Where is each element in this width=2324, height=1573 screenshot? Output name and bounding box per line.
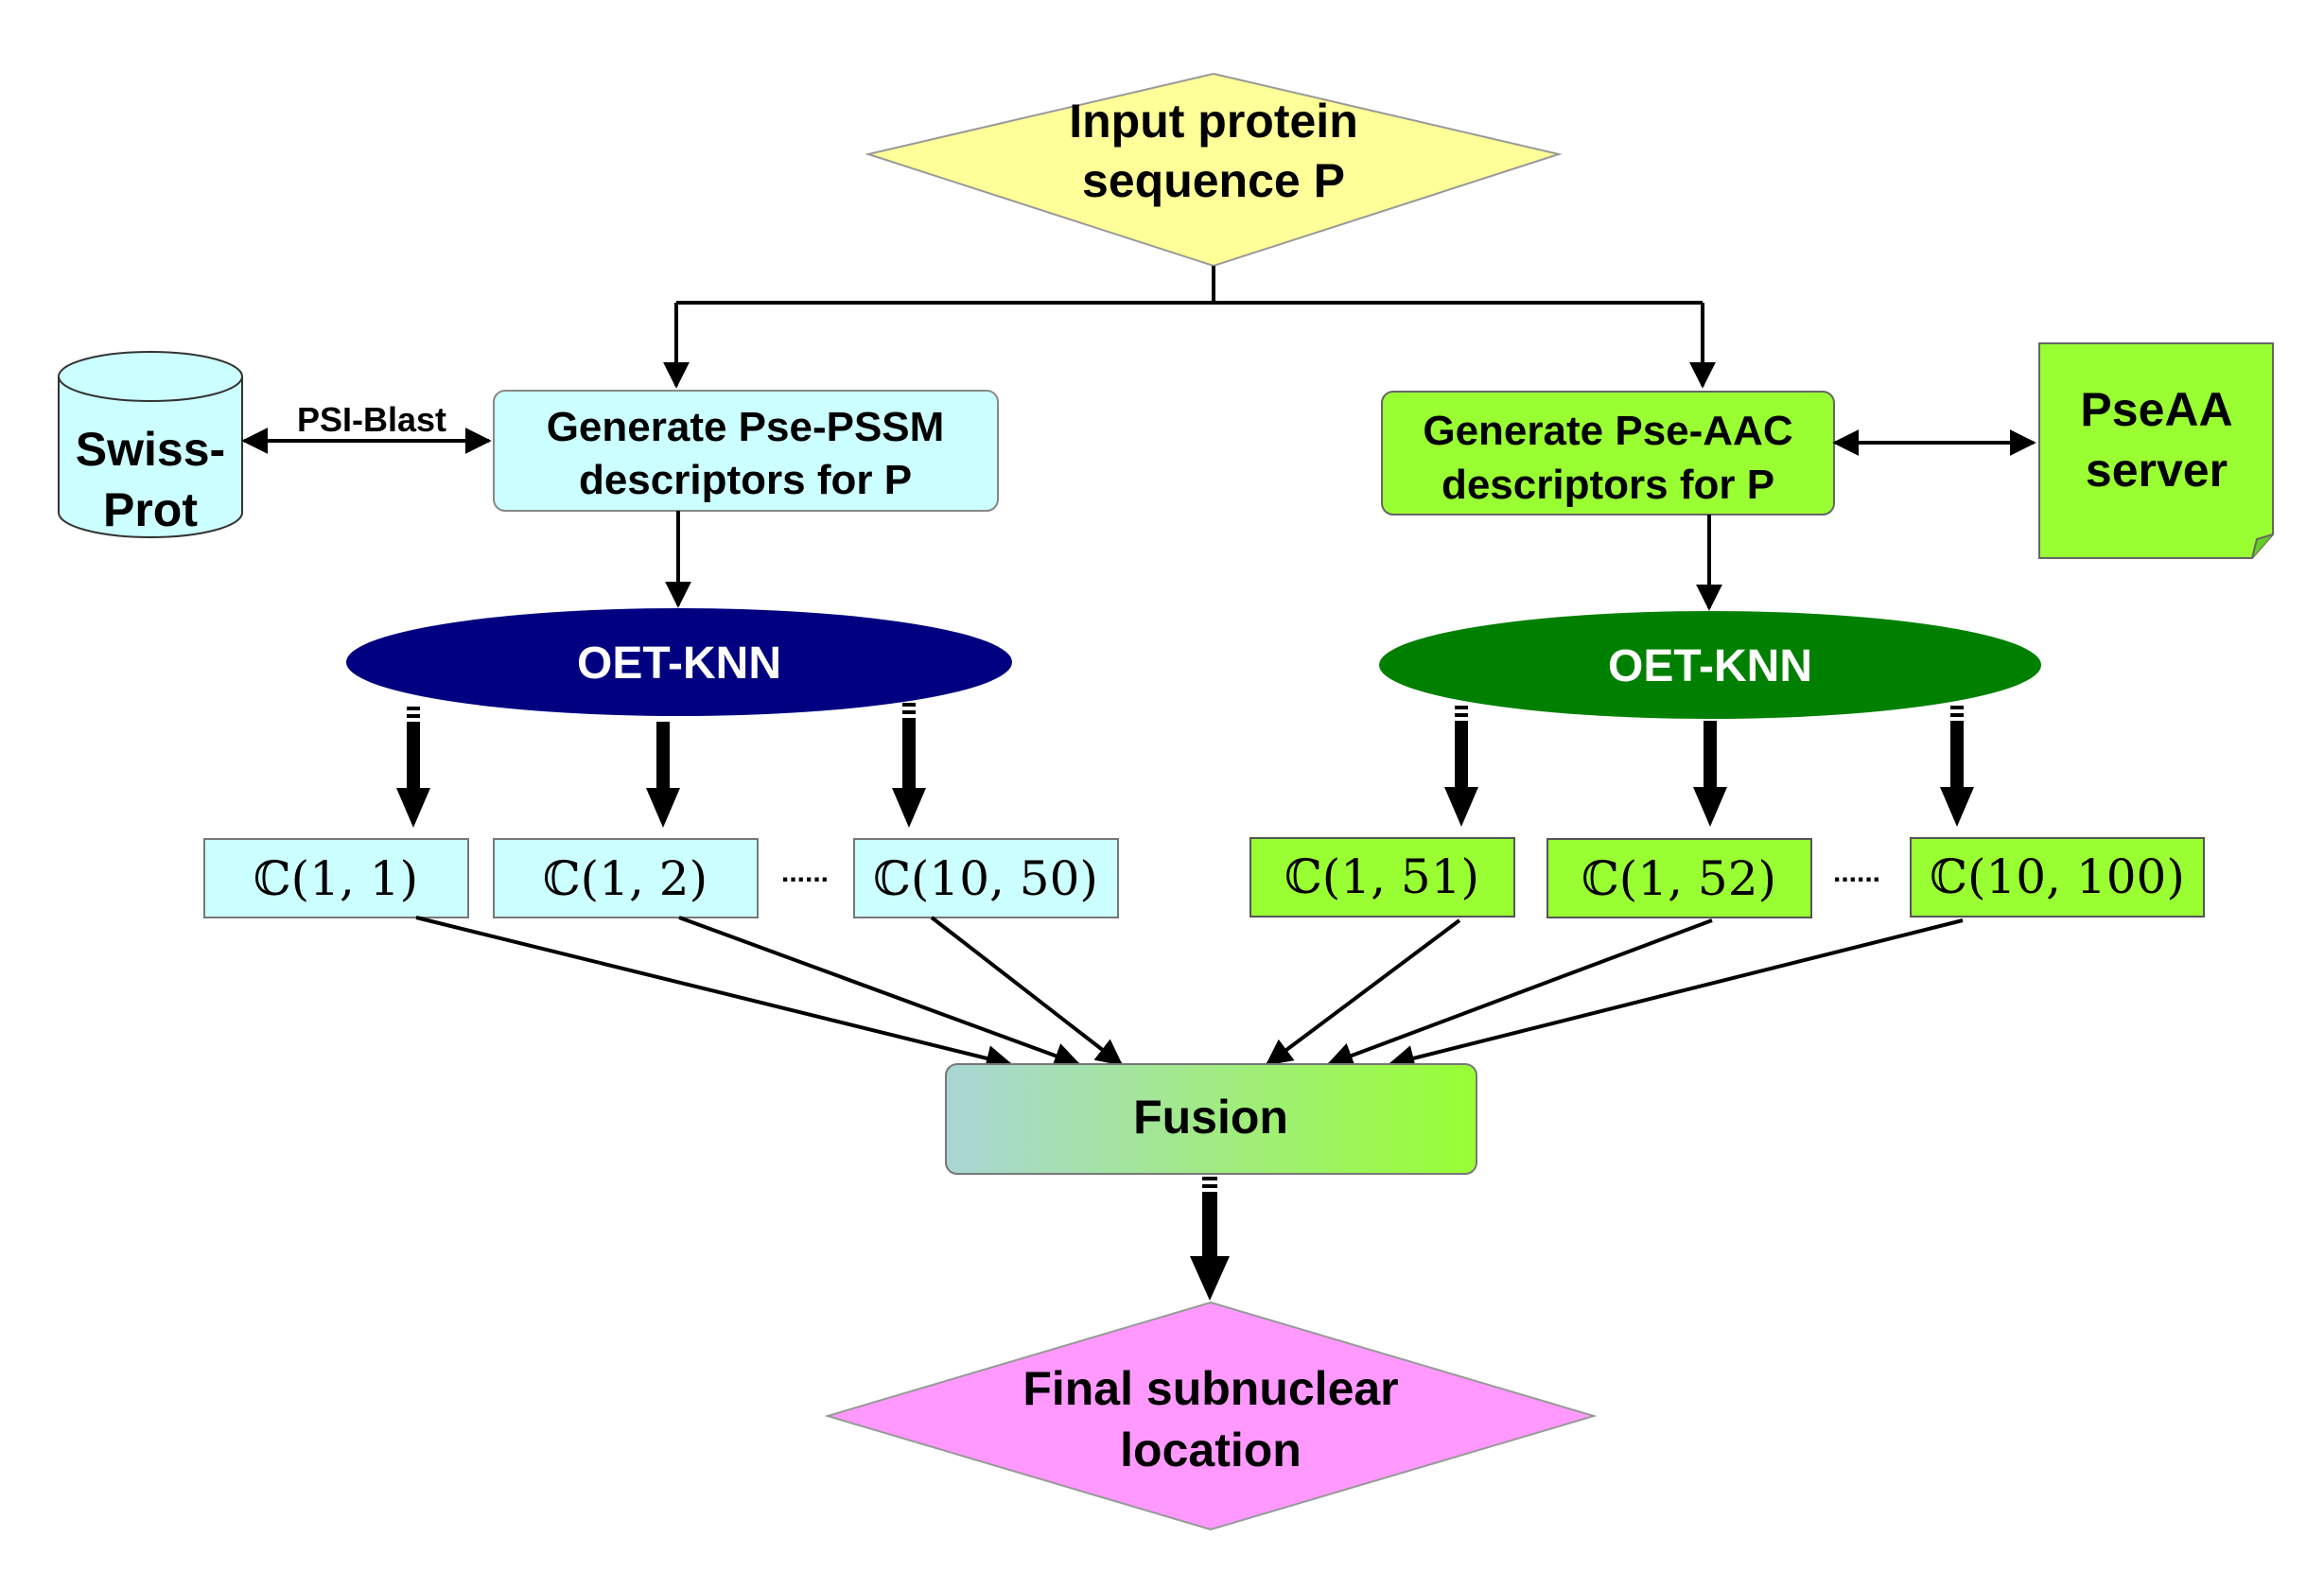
classifier-group-left: ℂ(1, 1) ℂ(1, 2) ...... ℂ(10, 50)	[203, 838, 1119, 918]
final-label-line2: location	[1120, 1424, 1302, 1477]
pseaa-server-label-line1: PseAA	[2080, 383, 2232, 436]
oet-knn-right-node: OET-KNN	[1379, 611, 2041, 719]
input-label-line1: Input protein	[1069, 95, 1358, 148]
final-node: Final subnuclear location	[824, 1301, 1598, 1531]
oet-knn-left-ellipse	[346, 608, 1012, 716]
classifier-box: ℂ(10, 50)	[853, 838, 1119, 918]
pse-pssm-node: Generate Pse-PSSM descriptors for P	[493, 390, 999, 512]
oet-knn-right-ellipse	[1379, 611, 2041, 719]
classifier-box: ℂ(1, 1)	[203, 838, 469, 918]
classifier-box: ℂ(1, 51)	[1249, 837, 1515, 918]
oet-knn-left-label: OET-KNN	[577, 638, 781, 689]
pse-aac-node: Generate Pse-AAC descriptors for P	[1381, 391, 1835, 516]
fusion-converging-arrows	[415, 916, 1964, 1072]
pse-aac-label-line2: descriptors for P	[1442, 462, 1774, 508]
oet-knn-right-label: OET-KNN	[1608, 641, 1812, 691]
swissprot-label-line1: Swiss-	[76, 423, 225, 476]
psiblast-label: PSI-Blast	[297, 400, 446, 439]
pse-pssm-label-line2: descriptors for P	[579, 457, 912, 503]
block-arrow	[1940, 706, 1974, 827]
classifier-label: ℂ(1, 2)	[543, 851, 708, 906]
classifier-group-right: ℂ(1, 51) ℂ(1, 52) ...... ℂ(10, 100)	[1249, 837, 2205, 918]
block-arrow	[892, 703, 926, 828]
classifier-label: ℂ(10, 100)	[1930, 849, 2185, 904]
block-arrow	[1693, 721, 1727, 827]
block-arrow	[1444, 706, 1478, 827]
classifier-label: ℂ(1, 52)	[1581, 851, 1776, 906]
classifier-box: ℂ(1, 52)	[1546, 838, 1812, 918]
database-cylinder-top	[58, 351, 243, 402]
pse-pssm-label-line1: Generate Pse-PSSM	[547, 404, 945, 450]
pseaa-server-node: PseAA server	[2038, 342, 2274, 559]
pse-pssm-box	[493, 390, 999, 512]
document-fold-icon	[2251, 533, 2274, 559]
final-diamond	[824, 1301, 1598, 1531]
pse-aac-label-line1: Generate Pse-AAC	[1423, 408, 1792, 454]
classifier-label: ℂ(10, 50)	[873, 851, 1098, 906]
pseaa-server-label-line2: server	[2086, 444, 2228, 497]
input-label-line2: sequence P	[1082, 154, 1345, 207]
ellipsis-right: ......	[1833, 857, 1880, 888]
block-arrows-left	[396, 703, 926, 828]
swissprot-database: Swiss- Prot	[58, 351, 243, 538]
block-arrows-right	[1444, 706, 1974, 827]
oet-knn-left-node: OET-KNN	[346, 608, 1012, 716]
fusion-to-final-arrow	[1190, 1177, 1230, 1301]
classifier-box: ℂ(1, 2)	[493, 838, 759, 918]
swissprot-label-line2: Prot	[103, 483, 198, 536]
block-arrow	[646, 722, 680, 828]
database-cylinder-icon	[58, 376, 243, 538]
classifier-label: ℂ(1, 1)	[253, 851, 418, 906]
classifier-label: ℂ(1, 51)	[1284, 849, 1479, 904]
fusion-box	[945, 1063, 1477, 1175]
ellipsis-left: ......	[781, 857, 829, 888]
fusion-node: Fusion	[945, 1063, 1477, 1175]
fusion-label: Fusion	[1133, 1091, 1288, 1144]
input-node: Input protein sequence P	[865, 72, 1563, 268]
final-label-line1: Final subnuclear	[1022, 1362, 1398, 1415]
psiblast-connector: PSI-Blast	[241, 400, 492, 454]
classifier-box: ℂ(10, 100)	[1910, 837, 2205, 918]
block-arrow	[396, 707, 430, 828]
input-split-connector	[663, 266, 1716, 389]
